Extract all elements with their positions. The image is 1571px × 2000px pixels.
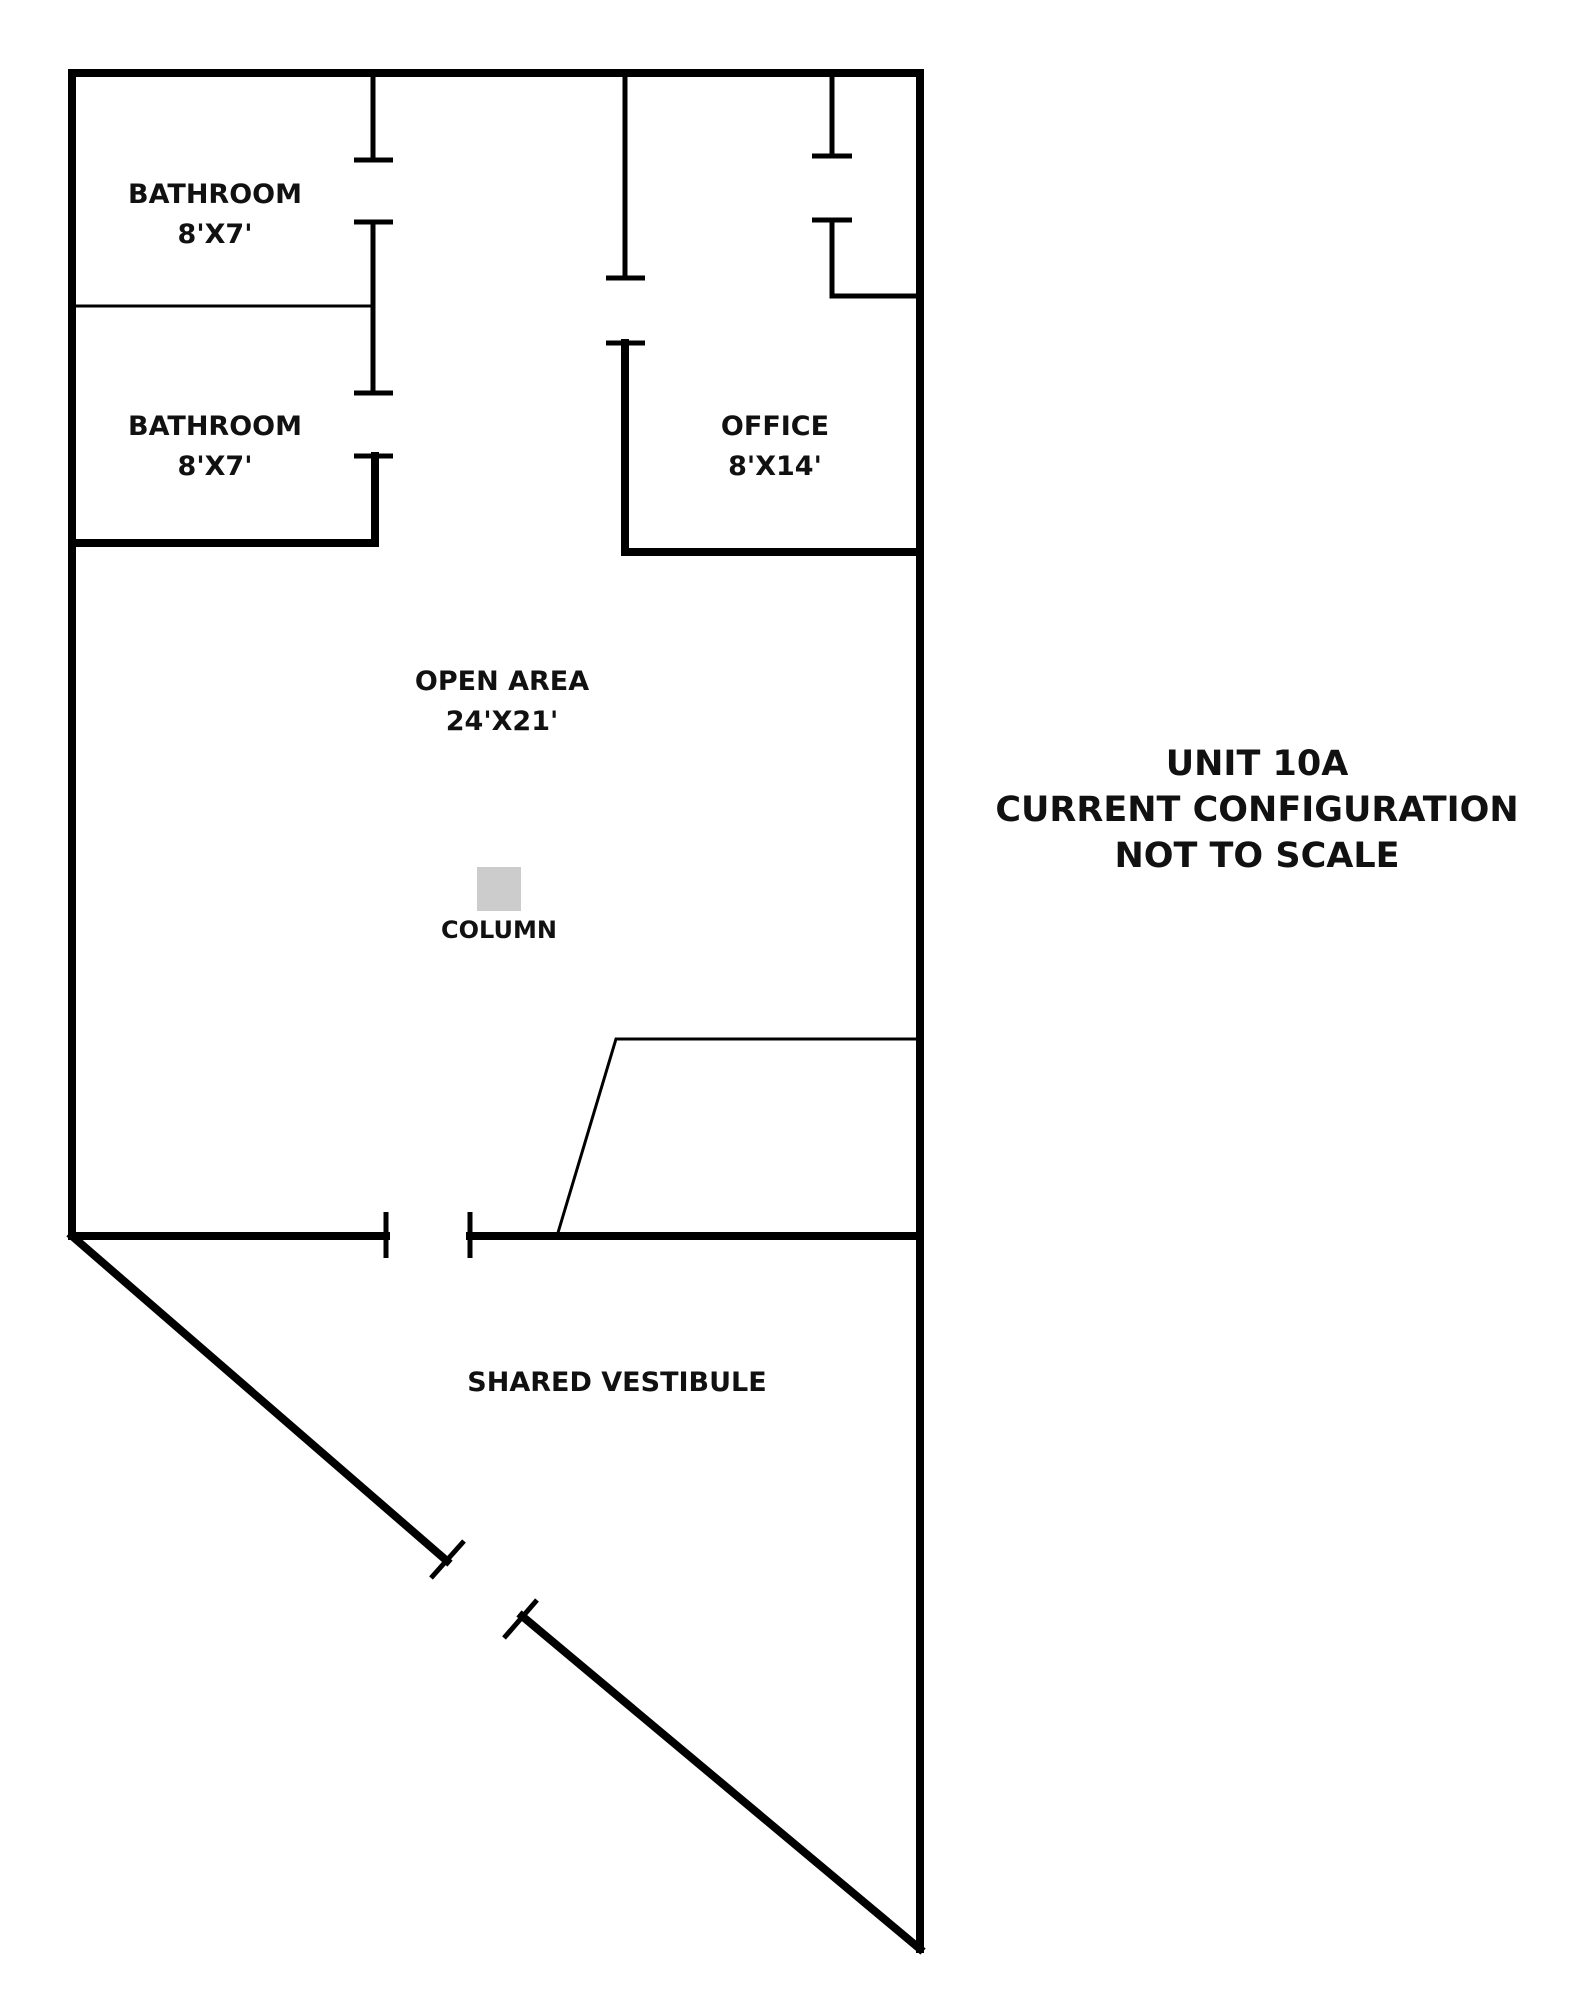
office-walls bbox=[606, 73, 924, 556]
outer-walls bbox=[66, 69, 926, 1955]
bathroom-1-label: BATHROOM bbox=[128, 179, 302, 210]
column-label: COLUMN bbox=[441, 916, 557, 944]
caption-scale-note: NOT TO SCALE bbox=[1114, 836, 1399, 876]
office-size: 8'X14' bbox=[728, 451, 822, 482]
column-marker bbox=[477, 867, 521, 911]
bathroom-1-size: 8'X7' bbox=[178, 219, 253, 250]
open-area-size: 24'X21' bbox=[446, 706, 559, 737]
front-wall bbox=[68, 1037, 924, 1258]
caption-configuration: CURRENT CONFIGURATION bbox=[995, 790, 1518, 830]
bathroom-2-size: 8'X7' bbox=[178, 451, 253, 482]
open-area-label: OPEN AREA bbox=[415, 666, 589, 697]
vestibule-label: SHARED VESTIBULE bbox=[467, 1367, 766, 1398]
bathroom-walls bbox=[68, 73, 393, 547]
caption-unit: UNIT 10A bbox=[1166, 744, 1349, 784]
bathroom-2-label: BATHROOM bbox=[128, 411, 302, 442]
office-label: OFFICE bbox=[721, 411, 829, 442]
entry-door bbox=[429, 1539, 539, 1640]
